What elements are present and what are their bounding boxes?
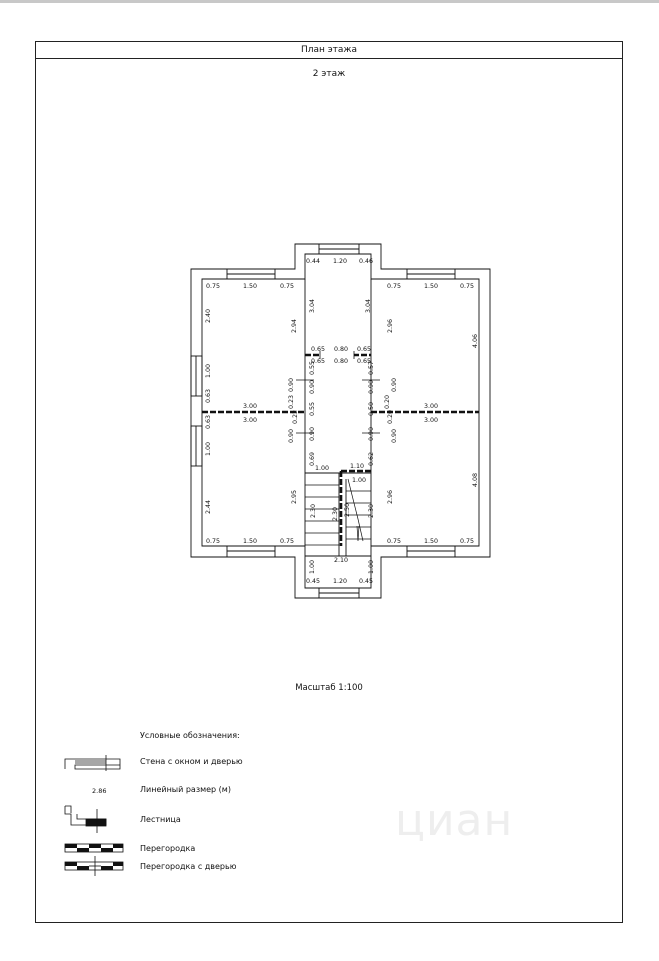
dim-stair-top-right-b: 1.00: [352, 477, 366, 484]
dim-bottom-right: 1.00: [368, 560, 375, 574]
dim-center-top-right: 3.04: [365, 299, 372, 313]
dim-bottom-left: 1.00: [309, 560, 316, 574]
legend-size-sample: 2.86: [92, 787, 107, 795]
dim-left-window: 1.00: [205, 364, 212, 378]
outer-wall: [190, 243, 491, 599]
watermark-logo: циан: [395, 795, 514, 846]
dim-left-inner-top: 2.94: [291, 319, 298, 333]
dim-stair-flight-mid-b: 2.30: [332, 507, 339, 521]
top-border-strip: [0, 0, 659, 3]
dim-corridor-right-b: 0.90: [368, 380, 375, 394]
dim-corridor-left-d: 0.90: [309, 427, 316, 441]
dim-left-pier-b: 0.63: [205, 415, 212, 429]
partition-symbols: [64, 843, 124, 876]
dim-partition-right-lower: 3.00: [424, 417, 438, 424]
dim-top-stair-a: 0.44: [306, 258, 320, 265]
dim-stair-flight-right: 2.30: [368, 504, 375, 518]
dim-right-bottom-b: 1.50: [424, 538, 438, 545]
dim-corridor-right-d: 0.90: [368, 427, 375, 441]
dim-corridor-right-c: 0.50: [368, 402, 375, 416]
wall-window-symbol: [64, 758, 121, 770]
dim-right-top-b: 1.50: [424, 283, 438, 290]
dim-corridor-right-e: 0.62: [368, 452, 375, 466]
dim-bottom-stair-c: 0.45: [359, 578, 373, 585]
dim-right-outer-bottom: 4.08: [472, 473, 479, 487]
dim-door-right-c: 0.20: [387, 410, 394, 424]
dim-center-partition-a: 0.65: [311, 346, 325, 353]
sheet-title: План этажа: [36, 42, 622, 59]
legend-heading: Условные обозначения:: [140, 731, 240, 740]
dim-left-bottom-a: 0.75: [206, 538, 220, 545]
dim-partition-left-lower: 3.00: [243, 417, 257, 424]
dim-center-partition-c: 0.65: [357, 346, 371, 353]
dim-corridor-left-c: 0.55: [309, 402, 316, 416]
dim-center-partition-b: 0.80: [334, 346, 348, 353]
dim-left-bottom-c: 0.75: [280, 538, 294, 545]
dim-door-right-d: 0.90: [391, 429, 398, 443]
dim-left-pier-a: 0.63: [205, 389, 212, 403]
dim-bottom-stair-b: 1.20: [333, 578, 347, 585]
dim-left-inner-bottom: 2.95: [291, 490, 298, 504]
dim-center-partition-e: 0.80: [334, 358, 348, 365]
dim-right-top-a: 0.75: [387, 283, 401, 290]
legend-wall-window: Стена с окном и дверью: [140, 757, 243, 766]
dim-left-top-b: 1.50: [243, 283, 257, 290]
dim-door-left-b: 0.23: [288, 395, 295, 409]
dim-right-bottom-a: 0.75: [387, 538, 401, 545]
dim-right-outer-top: 4.06: [472, 334, 479, 348]
dim-stair-top-left: 1.00: [315, 465, 329, 472]
dim-left-window-b: 1.00: [205, 442, 212, 456]
dim-right-inner-top: 2.96: [387, 319, 394, 333]
dim-door-right-b: 0.20: [384, 395, 391, 409]
legend-linear-size: Линейный размер (м): [140, 785, 231, 794]
scale-label: Масштаб 1:100: [295, 683, 363, 693]
dim-door-left-d: 0.90: [288, 429, 295, 443]
dim-stair-bottom: 2.10: [334, 557, 348, 564]
dim-right-inner-bottom: 2.96: [387, 490, 394, 504]
dim-corridor-left-e: 0.69: [309, 452, 316, 466]
dim-stair-flight-mid: 2.50: [344, 503, 351, 517]
dim-door-right-a: 0.90: [391, 378, 398, 392]
dim-top-stair-b: 1.20: [333, 258, 347, 265]
dim-bottom-stair-a: 0.45: [306, 578, 320, 585]
dim-partition-left-upper: 3.00: [243, 403, 257, 410]
dim-left-top-a: 0.75: [206, 283, 220, 290]
dim-right-top-c: 0.75: [460, 283, 474, 290]
dim-corridor-right-a: 0.57: [368, 361, 375, 375]
dim-center-partition-d: 0.65: [311, 358, 325, 365]
legend-partition-door: Перегородка с дверью: [140, 862, 237, 871]
dim-door-left-a: 0.90: [288, 378, 295, 392]
dim-center-partition-f: 0.65: [357, 358, 371, 365]
dim-right-bottom-c: 0.75: [460, 538, 474, 545]
legend-partition: Перегородка: [140, 844, 196, 853]
dim-left-top-c: 0.75: [280, 283, 294, 290]
dim-center-top-left: 3.04: [309, 299, 316, 313]
dim-top-stair-c: 0.46: [359, 258, 373, 265]
drawing-sheet: План этажа 2 этаж: [35, 41, 623, 923]
dim-left-wall-bottom: 2.44: [205, 500, 212, 514]
dim-corridor-left-b: 0.90: [309, 380, 316, 394]
dim-stair-flight-left: 2.30: [310, 504, 317, 518]
dim-corridor-left-a: 0.55: [309, 361, 316, 375]
dim-door-left-c: 0.22: [292, 410, 299, 424]
floor-title: 2 этаж: [312, 69, 346, 79]
legend-stairs: Лестница: [140, 815, 181, 824]
dim-left-bottom-b: 1.50: [243, 538, 257, 545]
legend-symbols: [64, 755, 121, 833]
dim-partition-right-upper: 3.00: [424, 403, 438, 410]
dim-stair-top-right: 1.10: [350, 463, 364, 470]
dim-left-wall-top: 2.40: [205, 309, 212, 323]
